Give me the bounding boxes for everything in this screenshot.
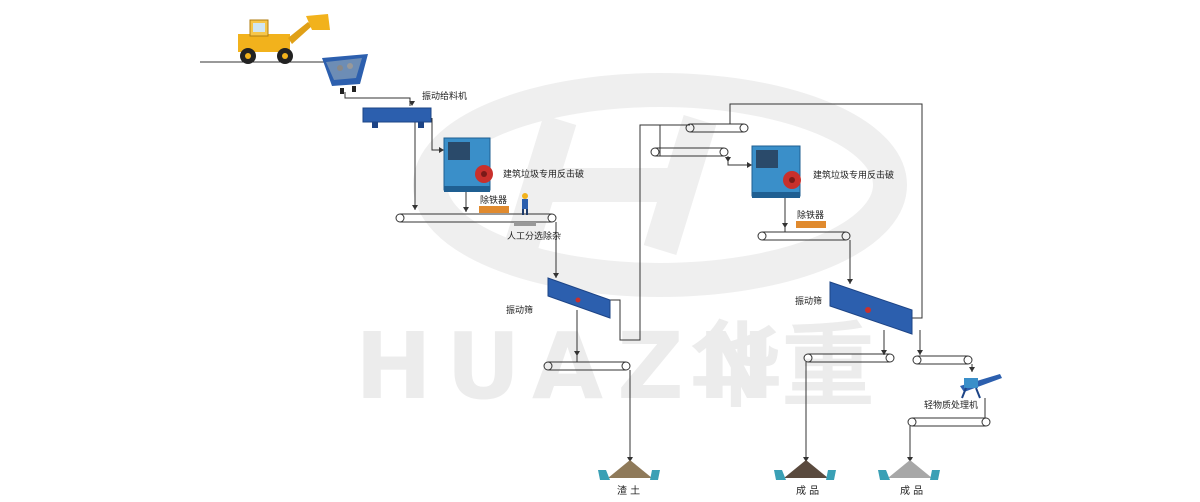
- vibrating-screen-2-icon: [829, 281, 913, 335]
- label-screen-1: 振动筛: [506, 304, 533, 316]
- worker-icon: [514, 193, 536, 226]
- watermark: HUAZN 华重: [355, 73, 907, 420]
- vibrating-screen-1-icon: [547, 277, 611, 319]
- label-product-finished-2: 成 品: [900, 485, 923, 497]
- label-iron-remover-1: 除铁器: [480, 194, 507, 206]
- label-screen-2: 振动筛: [795, 295, 822, 307]
- vibrating-feeder-icon: [362, 107, 432, 128]
- label-manual-sorting: 人工分选除杂: [507, 230, 561, 242]
- impact-crusher-2-icon: [751, 145, 801, 198]
- label-light-material-processor: 轻物质处理机: [924, 399, 978, 411]
- watermark-brand-latin: HUAZN: [355, 313, 789, 420]
- label-product-residue: 渣 土: [617, 484, 640, 497]
- label-iron-remover-2: 除铁器: [797, 209, 824, 221]
- label-impact-crusher-1: 建筑垃圾专用反击破: [503, 168, 584, 180]
- pile-finished-2-icon: [878, 460, 940, 480]
- impact-crusher-1-icon: [443, 137, 493, 192]
- wheel-loader-icon: [238, 14, 330, 64]
- pile-finished-1-icon: [774, 460, 836, 480]
- label-feeder: 振动给料机: [422, 90, 467, 102]
- watermark-logo-icon: [413, 73, 907, 297]
- hopper-icon: [322, 54, 368, 94]
- label-impact-crusher-2: 建筑垃圾专用反击破: [813, 169, 894, 181]
- light-material-processor-icon: [960, 374, 1002, 399]
- iron-remover-1-icon: [479, 206, 509, 213]
- label-product-finished-1: 成 品: [796, 485, 819, 497]
- flow-arrows: [409, 101, 975, 462]
- watermark-brand-cn: 华重: [690, 313, 874, 420]
- pile-residue-icon: [598, 460, 660, 480]
- iron-remover-2-icon: [796, 221, 826, 228]
